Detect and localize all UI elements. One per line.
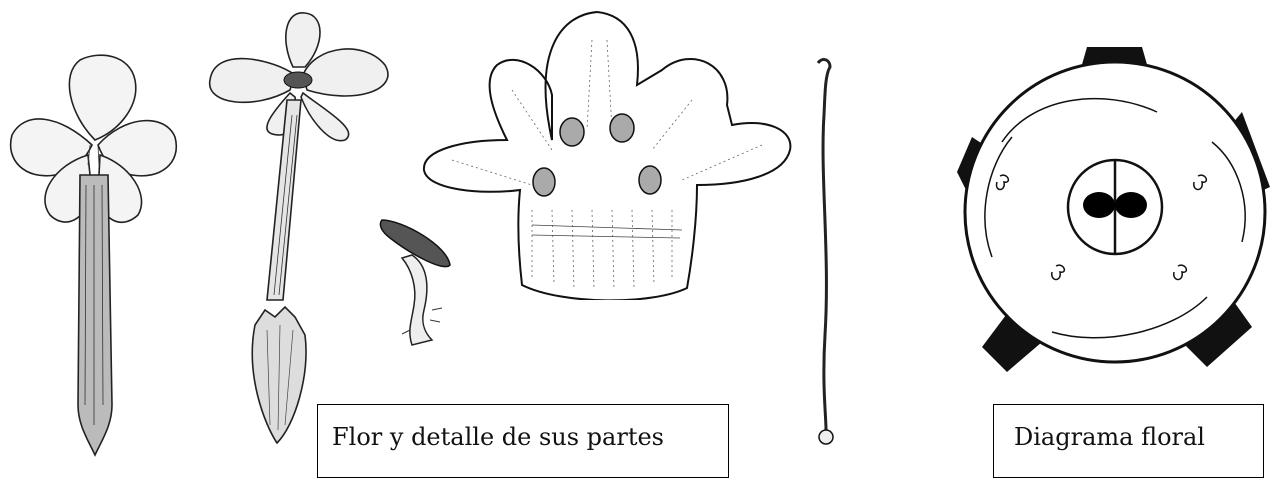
anther-4 <box>639 166 661 194</box>
pistil-illustration <box>800 55 845 450</box>
opened-corolla-illustration <box>422 10 794 300</box>
anther-2 <box>610 114 634 142</box>
whole-flower-side-illustration <box>0 45 190 465</box>
floral-diagram-illustration <box>952 42 1277 382</box>
flower-parts-caption: Flor y detalle de sus partes <box>317 404 729 478</box>
anther-1 <box>560 118 584 146</box>
floral-diagram-caption-text: Diagrama floral <box>1014 423 1205 451</box>
floral-diagram-caption: Diagrama floral <box>993 404 1264 478</box>
flower-parts-caption-text: Flor y detalle de sus partes <box>332 423 664 451</box>
locule-right <box>1115 192 1147 218</box>
locule-left <box>1083 192 1115 218</box>
anther-3 <box>533 168 555 196</box>
